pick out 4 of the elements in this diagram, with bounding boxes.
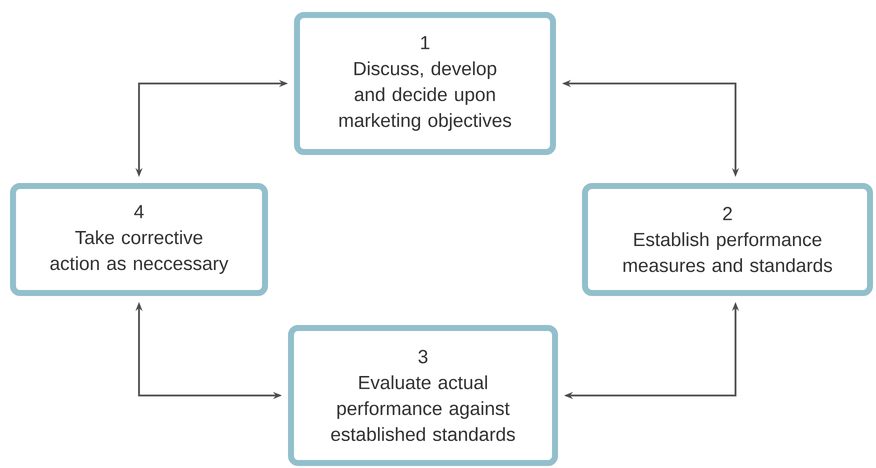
process-box: 4 Take corrective action as neccessary <box>10 183 268 296</box>
process-box: 1 Discuss, develop and decide upon marketing objectives <box>294 12 556 155</box>
process-box: 2 Establish performance measures and standards <box>582 183 873 296</box>
process-box: 3 Evaluate actual performance against established standards <box>288 325 558 466</box>
